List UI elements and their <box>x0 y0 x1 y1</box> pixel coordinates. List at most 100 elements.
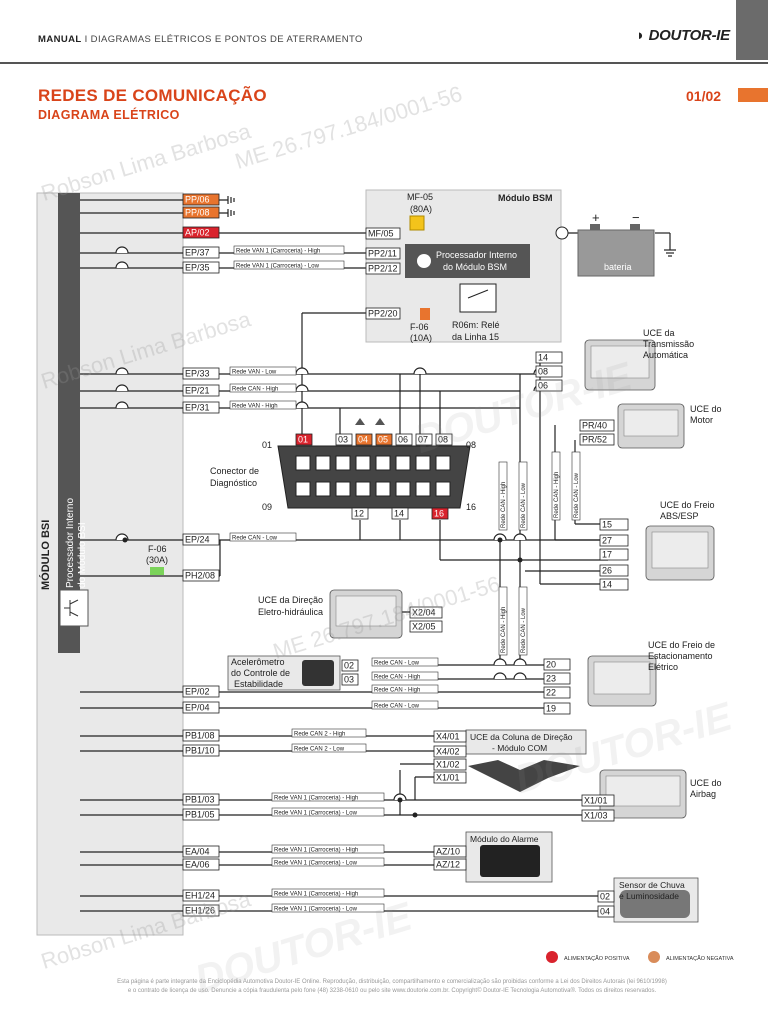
footer-copyright: Esta página é parte integrante da Encicl… <box>62 978 722 996</box>
wire-label: Rede VAN 1 (Carroceria) - High <box>274 848 358 854</box>
wire-label: Rede VAN 1 (Carroceria) - Low <box>236 264 320 270</box>
diag-cell <box>335 455 351 471</box>
diag-title-2: Diagnóstico <box>210 478 257 488</box>
diag-pin-16: 16 <box>434 509 444 519</box>
module-label: e Luminosidade <box>619 891 679 901</box>
bsm-pin-pp212-box <box>365 262 401 275</box>
bsm-pin-pp212: PP2/12 <box>368 264 398 274</box>
alarm-pin: AZ/10 <box>436 847 460 857</box>
column-pin-box <box>433 745 467 758</box>
wire-label-box <box>271 844 385 854</box>
logo-text: DOUTOR-IE <box>648 27 731 44</box>
bsm-fuse-label: MF-05 <box>407 192 433 202</box>
bsi-pin-ep-37: EP/37 <box>185 248 210 258</box>
battery-plus: + <box>592 210 600 225</box>
wire-label-box <box>371 657 439 667</box>
abs-pin: 26 <box>602 566 612 576</box>
wire-label-box <box>371 700 439 710</box>
wire-label: Rede VAN 1 (Carroceria) - High <box>274 796 358 802</box>
module-label: Estacionamento <box>648 651 713 661</box>
wire-label: Rede CAN - Low <box>374 661 420 667</box>
diag-cell <box>415 481 431 497</box>
page-number-bar <box>738 88 768 102</box>
bsi-pin-pb1-03: PB1/03 <box>185 795 215 805</box>
bsi-pin-ep-24: EP/24 <box>185 535 210 545</box>
bsi-pin-pb1-05-box <box>182 808 220 821</box>
diag-pin-03-box <box>335 433 353 446</box>
diag-corner-09: 09 <box>262 502 272 512</box>
wire-label: Rede CAN 2 - High <box>294 732 345 738</box>
bsi-pin-ep-31-box <box>182 401 220 414</box>
module-label: UCE do <box>690 778 722 788</box>
rain-pin: 04 <box>600 907 610 917</box>
wire-label: Rede VAN - High <box>232 404 278 410</box>
bsm-pin-mf05-box <box>365 227 401 240</box>
diag-pin-16-box <box>431 507 449 520</box>
module-shapes <box>227 339 715 923</box>
abs-pin-box <box>599 578 629 591</box>
accel-pin: 03 <box>344 675 354 685</box>
wire-label: Rede VAN 1 (Carroceria) - Low <box>274 811 358 817</box>
diag-cell <box>355 455 371 471</box>
wire-label: Rede CAN - High <box>374 675 420 681</box>
accel-pin: 02 <box>344 661 354 671</box>
module-label: UCE da Direção <box>258 595 323 605</box>
abs-pin: 15 <box>602 520 612 530</box>
bsi-pin-ea-04-box <box>182 845 220 858</box>
bsi-fuse-icon <box>150 567 164 575</box>
airbag-pin-box <box>581 794 615 807</box>
module-label: UCE do Freio de <box>648 640 715 650</box>
legend-negative-dot <box>648 951 660 963</box>
engine-pin-box <box>579 419 615 432</box>
bsi-pin-pp-06: PP/06 <box>185 195 210 205</box>
diag-corner-08: 08 <box>466 440 476 450</box>
bsi-pin-pp-06-box <box>182 193 220 206</box>
abs-pin: 17 <box>602 550 612 560</box>
wire-label-box <box>271 857 385 867</box>
transmission-pin: 08 <box>538 367 548 377</box>
transmission-pin-box <box>535 379 563 392</box>
bsm-title: Módulo BSM <box>498 193 553 203</box>
diag-pin-07-box <box>415 433 433 446</box>
diag-pin-06: 06 <box>398 435 408 445</box>
module-label: ABS/ESP <box>660 511 699 521</box>
bsi-processor-label-1: Processador Interno <box>65 498 76 588</box>
diagnostic-connector-icon <box>277 445 471 509</box>
module-label: Automática <box>643 350 688 360</box>
bsi-pin-ep-35-box <box>182 261 220 274</box>
vertical-label-box <box>571 451 581 521</box>
wire-label: Rede VAN 1 (Carroceria) - High <box>274 892 358 898</box>
airbag-module-icon-panel <box>605 775 681 807</box>
diag-cell <box>295 481 311 497</box>
bsi-module-label: MÓDULO BSI <box>39 520 52 590</box>
bsm-pin-pp220: PP2/20 <box>368 309 398 319</box>
accel-pin-box <box>341 659 359 672</box>
bsi-pin-ea-06-box <box>182 858 220 871</box>
diag-pin-06-box <box>395 433 413 446</box>
diag-corner-01: 01 <box>262 440 272 450</box>
bsi-pin-ep-04-box <box>182 701 220 714</box>
vertical-wire-label: Rede CAN - Low <box>521 482 527 528</box>
bsi-processor-chip-icon <box>59 589 89 627</box>
footer-line-1: Esta página é parte integrante da Encicl… <box>117 979 667 985</box>
diag-pin-05: 05 <box>378 435 388 445</box>
module-label: Elétrico <box>648 662 678 672</box>
wire-label: Rede CAN - Low <box>232 536 278 542</box>
bsi-pin-ap-02-box <box>182 226 220 239</box>
wire-label-box <box>271 792 385 802</box>
engine-pin: PR/40 <box>582 421 607 431</box>
diag-cell <box>315 455 331 471</box>
alarm-module-icon <box>480 845 540 877</box>
bsi-pin-ep-24-box <box>182 533 220 546</box>
module-label: UCE da Coluna de Direção <box>470 732 573 742</box>
bsi-pin-ep-02: EP/02 <box>185 687 210 697</box>
diag-pin-01: 01 <box>298 435 308 445</box>
parking-pin: 19 <box>546 704 556 714</box>
bsm-fuse-rating: (80A) <box>410 204 432 214</box>
diag-pin-01-box <box>295 433 313 446</box>
bsi-pin-pb1-10-box <box>182 744 220 757</box>
accelerometer-icon <box>302 660 334 686</box>
bsm-pin-pp211: PP2/11 <box>368 249 397 259</box>
